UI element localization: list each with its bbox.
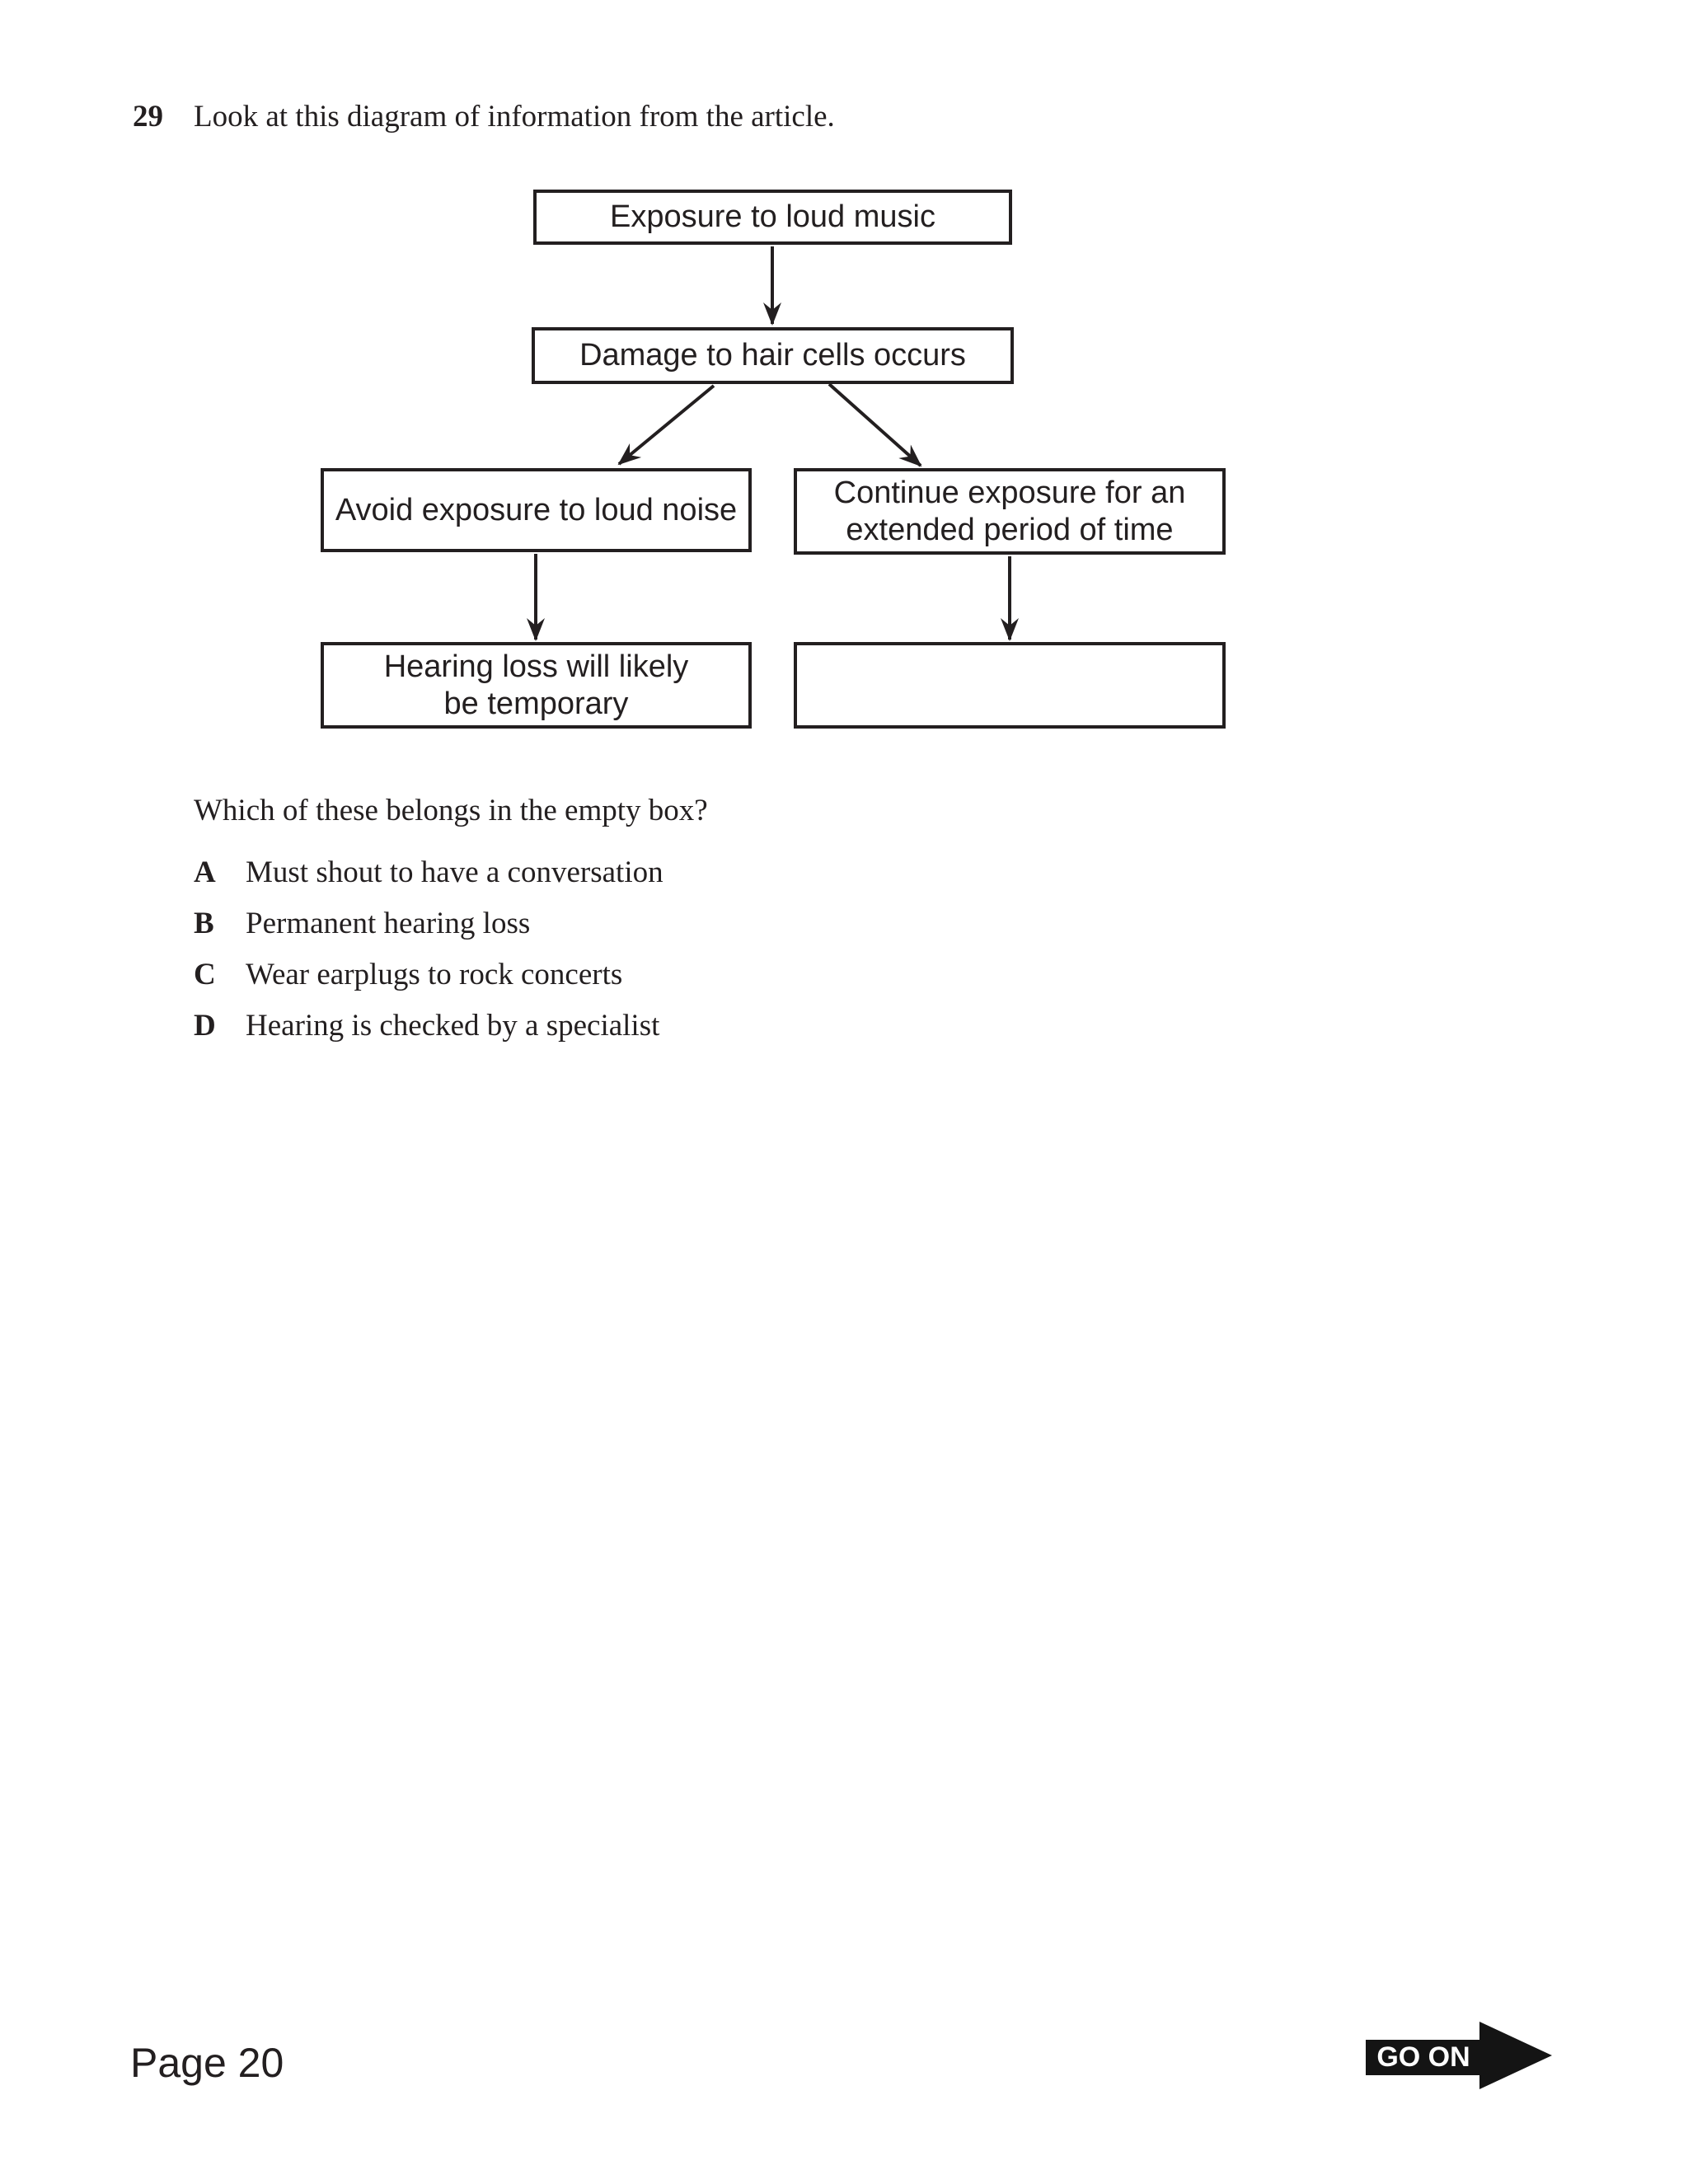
- answer-options: A Must shout to have a conversation B Pe…: [194, 855, 663, 1060]
- flow-box-empty: [794, 642, 1226, 729]
- option-b-text: Permanent hearing loss: [246, 907, 531, 940]
- arrow-damage-to-continue-icon: [828, 382, 922, 467]
- option-b-letter: B: [194, 907, 214, 940]
- option-b: B Permanent hearing loss: [194, 907, 663, 941]
- question-prompt: Which of these belongs in the empty box?: [194, 794, 708, 827]
- flow-box-exposure: Exposure to loud music: [533, 190, 1012, 245]
- option-c: C Wear earplugs to rock concerts: [194, 958, 663, 992]
- question-stem-text: Look at this diagram of information from…: [194, 100, 835, 134]
- go-on-badge: GO ON: [1366, 2022, 1555, 2089]
- option-d-text: Hearing is checked by a specialist: [246, 1009, 660, 1043]
- go-on-arrow-icon: [1479, 2022, 1552, 2089]
- flow-box-continue: Continue exposure for an extended period…: [794, 468, 1226, 555]
- option-c-text: Wear earplugs to rock concerts: [246, 958, 623, 991]
- go-on-label: GO ON: [1366, 2040, 1481, 2075]
- page-number-label: Page 20: [130, 2040, 284, 2086]
- question-number: 29: [133, 100, 163, 134]
- option-d: D Hearing is checked by a specialist: [194, 1009, 663, 1043]
- arrow-damage-to-avoid-icon: [617, 384, 715, 466]
- option-a: A Must shout to have a conversation: [194, 855, 663, 890]
- flow-box-avoid: Avoid exposure to loud noise: [321, 468, 752, 552]
- question-stem: 29 Look at this diagram of information fr…: [133, 100, 835, 134]
- flow-box-temporary: Hearing loss will likely be temporary: [321, 642, 752, 729]
- option-c-letter: C: [194, 958, 216, 991]
- flow-box-damage: Damage to hair cells occurs: [532, 327, 1014, 384]
- option-a-text: Must shout to have a conversation: [246, 855, 663, 889]
- option-d-letter: D: [194, 1009, 216, 1043]
- option-a-letter: A: [194, 855, 216, 889]
